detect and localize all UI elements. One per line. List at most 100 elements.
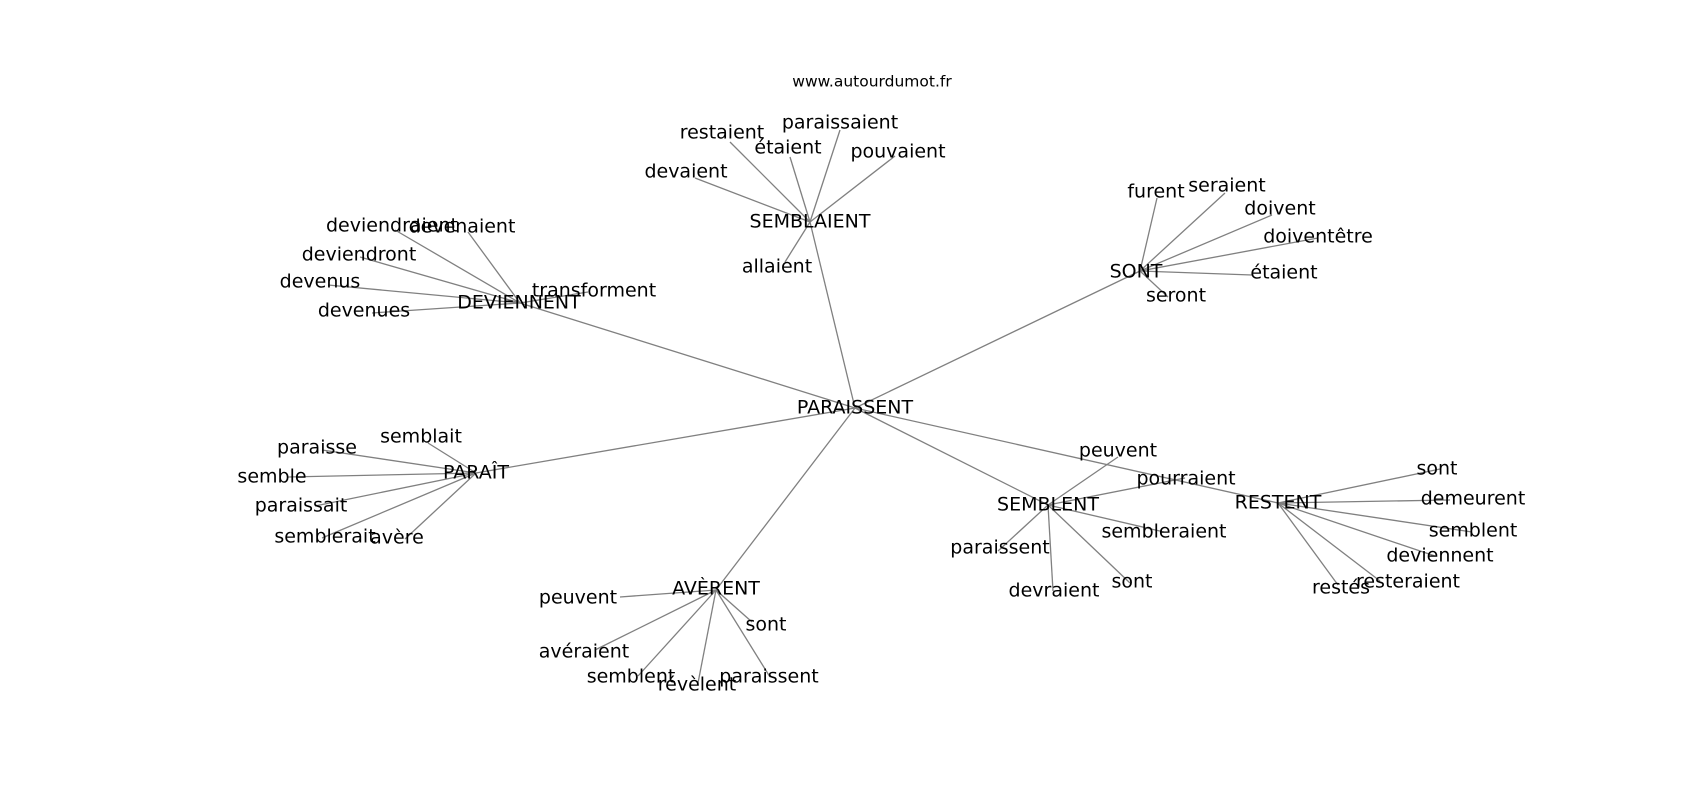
hub-node-deviennent[interactable]: DEVIENNENT	[457, 292, 581, 314]
edge-sont-to-doiventetre	[1139, 237, 1319, 272]
edge-center-to-parait	[475, 407, 856, 474]
edge-center-to-restent	[854, 407, 1279, 504]
leaf-node-parait-semblait[interactable]: semblait	[380, 426, 462, 448]
edge-deviennent-to-transforment	[519, 291, 589, 304]
leaf-node-deviennent-deviendront[interactable]: deviendront	[302, 244, 417, 266]
leaf-node-deviennent-devenaient[interactable]: devenaient	[409, 216, 516, 238]
leaf-node-deviennent-devenues[interactable]: devenues	[318, 300, 410, 322]
edge-sont-to-doivent	[1139, 214, 1273, 272]
leaf-node-sont-seraient[interactable]: seraient	[1188, 175, 1266, 197]
leaf-node-restent-resteraient[interactable]: resteraient	[1356, 571, 1460, 593]
leaf-node-sont-doivent[interactable]: doivent	[1244, 198, 1315, 220]
edge-center-to-semblaient	[809, 221, 856, 409]
edge-sont-to-seront	[1139, 270, 1169, 298]
hub-node-semblent[interactable]: SEMBLENT	[997, 494, 1099, 516]
leaf-node-semblaient-paraissaient[interactable]: paraissaient	[782, 112, 898, 134]
edge-center-to-averent	[715, 407, 856, 591]
edge-semblaient-to-paraissaient	[809, 129, 841, 223]
leaf-node-parait-semblerait[interactable]: semblerait	[274, 526, 375, 548]
leaf-node-semblent-devraient[interactable]: devraient	[1009, 580, 1100, 602]
edge-semblaient-to-restaient	[729, 141, 811, 223]
leaf-node-averent-averaient[interactable]: avéraient	[539, 641, 630, 663]
edge-semblent-to-sont	[1047, 504, 1131, 584]
leaf-node-averent-paraissent[interactable]: paraissent	[719, 666, 818, 688]
edge-semblaient-to-allaient	[784, 221, 811, 263]
leaf-node-semblaient-etaient[interactable]: étaient	[754, 137, 821, 159]
edge-deviennent-to-devenaient	[467, 231, 521, 304]
edge-parait-to-semblerait	[321, 472, 477, 539]
edge-semblent-to-devraient	[1047, 504, 1054, 592]
edge-semblaient-to-etaient	[789, 156, 811, 223]
edge-center-to-sont	[854, 270, 1141, 409]
edge-restent-to-resteraient	[1277, 502, 1381, 582]
leaf-node-semblaient-devaient[interactable]: devaient	[644, 161, 727, 183]
edge-deviennent-to-devenus	[327, 284, 521, 304]
leaf-node-semblent-sembleraient[interactable]: sembleraient	[1101, 521, 1226, 543]
leaf-node-sont-doiventetre[interactable]: doiventêtre	[1263, 226, 1373, 248]
leaf-node-averent-peuvent[interactable]: peuvent	[539, 587, 617, 609]
leaf-node-deviennent-devenus[interactable]: devenus	[280, 271, 361, 293]
leaf-node-restent-deviennent[interactable]: deviennent	[1386, 545, 1493, 567]
edge-semblaient-to-devaient	[694, 177, 811, 223]
edge-parait-to-avere	[404, 472, 477, 540]
edge-center-to-semblent	[854, 407, 1049, 506]
edge-averent-to-peuvent	[619, 589, 717, 598]
edge-center-to-deviennent	[519, 302, 856, 409]
leaf-node-semblent-paraissent[interactable]: paraissent	[950, 537, 1049, 559]
edge-deviennent-to-deviendront	[359, 256, 521, 304]
leaf-node-semblent-sont[interactable]: sont	[1111, 571, 1152, 593]
leaf-node-restent-demeurent[interactable]: demeurent	[1421, 488, 1526, 510]
leaf-node-restent-sont[interactable]: sont	[1416, 458, 1457, 480]
edge-parait-to-semblait	[427, 442, 477, 474]
edge-averent-to-revelent	[697, 589, 717, 684]
edge-semblent-to-sembleraient	[1047, 504, 1165, 533]
edge-parait-to-semble	[287, 472, 477, 478]
center-node-paraissent[interactable]: PARAISSENT	[797, 397, 914, 419]
leaf-node-averent-semblent[interactable]: semblent	[587, 666, 676, 688]
leaf-node-averent-revelent[interactable]: révèlent	[658, 674, 736, 696]
edge-averent-to-sont	[715, 589, 753, 623]
edge-averent-to-paraissent	[715, 589, 771, 678]
edge-restent-to-sont	[1277, 468, 1441, 504]
leaf-node-semblaient-pouvaient[interactable]: pouvaient	[850, 141, 945, 163]
leaf-node-sont-etaient[interactable]: étaient	[1250, 262, 1317, 284]
leaf-node-deviennent-transforment[interactable]: transforment	[532, 280, 656, 302]
watermark-text: www.autourdumot.fr	[792, 73, 952, 91]
hub-node-sont[interactable]: SONT	[1110, 261, 1163, 283]
leaf-node-sont-seront[interactable]: seront	[1146, 285, 1206, 307]
hub-node-semblaient[interactable]: SEMBLAIENT	[750, 211, 871, 233]
leaf-node-restent-semblent[interactable]: semblent	[1429, 520, 1518, 542]
hub-node-parait[interactable]: PARAÎT	[443, 461, 509, 484]
leaf-node-averent-sont[interactable]: sont	[745, 614, 786, 636]
labels-layer: PARAISSENTSEMBLAIENTrestaientétaientpara…	[237, 112, 1525, 696]
edge-parait-to-paraisse	[321, 449, 477, 474]
leaf-node-deviennent-deviendraient[interactable]: deviendraient	[326, 215, 458, 237]
edge-semblent-to-paraissent	[997, 504, 1049, 552]
edge-semblaient-to-pouvaient	[809, 155, 896, 223]
leaf-node-sont-furent[interactable]: furent	[1127, 181, 1184, 203]
edge-sont-to-furent	[1139, 197, 1158, 272]
edge-restent-to-demeurent	[1277, 499, 1451, 504]
leaf-node-parait-paraissait[interactable]: paraissait	[255, 495, 348, 517]
edge-sont-to-seraient	[1139, 192, 1226, 272]
edge-parait-to-paraissait	[314, 472, 477, 507]
edge-restent-to-restes	[1277, 502, 1339, 586]
edge-deviennent-to-deviendraient	[394, 229, 521, 304]
edge-deviennent-to-devenues	[371, 302, 521, 314]
hub-node-restent[interactable]: RESTENT	[1235, 492, 1322, 514]
leaf-node-semblent-peuvent[interactable]: peuvent	[1079, 440, 1157, 462]
leaf-node-parait-semble[interactable]: semble	[237, 466, 306, 488]
leaf-node-semblaient-restaient[interactable]: restaient	[680, 122, 765, 144]
hub-node-averent[interactable]: AVÈRENT	[672, 577, 760, 600]
edge-restent-to-semblent	[1277, 502, 1473, 533]
leaf-node-semblaient-allaient[interactable]: allaient	[742, 256, 812, 278]
leaf-node-parait-avere[interactable]: avère	[370, 527, 424, 549]
edge-averent-to-semblent	[637, 589, 717, 677]
leaf-node-restent-restes[interactable]: restés	[1312, 577, 1370, 599]
edge-averent-to-averaient	[594, 589, 717, 651]
leaf-node-semblent-pourraient[interactable]: pourraient	[1136, 468, 1235, 490]
edge-sont-to-etaient	[1139, 270, 1253, 276]
leaf-node-parait-paraisse[interactable]: paraisse	[277, 437, 357, 459]
